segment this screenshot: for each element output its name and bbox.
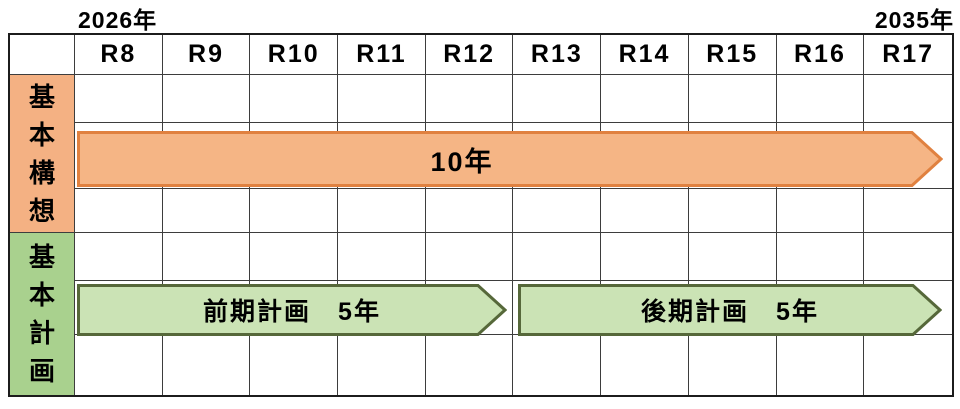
grid-cell	[513, 75, 602, 123]
corner-cell	[10, 35, 75, 75]
grid-cell	[776, 233, 865, 281]
section-label-char: 本	[28, 280, 55, 310]
grid-cell	[75, 335, 163, 395]
section-label-basic-plan: 基本計画	[10, 233, 75, 395]
pentagon-arrow-shape	[77, 284, 507, 336]
pentagon-arrow-shape	[77, 284, 507, 336]
grid-cell	[776, 189, 865, 233]
late-plan-arrow: 後期計画 5年	[518, 284, 942, 336]
grid-cell	[75, 189, 163, 233]
grid-cell	[601, 335, 689, 395]
grid-cell	[338, 335, 426, 395]
pentagon-arrow-shape	[518, 284, 942, 336]
grid-cell	[513, 335, 602, 395]
start-year-label: 2026年	[78, 7, 158, 33]
section-label-char: 想	[28, 195, 55, 226]
grid-cell	[162, 233, 251, 281]
section-label-char: 基	[28, 81, 55, 112]
arrow-label: 後期計画 5年	[641, 298, 819, 326]
grid-cell	[250, 233, 339, 281]
grid-cell	[688, 189, 777, 233]
grid-cell	[250, 189, 339, 233]
pentagon-arrow-shape	[77, 131, 943, 187]
section-label-char: 基	[28, 242, 55, 272]
column-header: R16	[776, 35, 865, 75]
grid-cell	[864, 75, 952, 123]
column-header: R13	[513, 35, 602, 75]
column-header: R12	[425, 35, 514, 75]
grid-cell	[864, 189, 952, 233]
grid-cell	[338, 75, 426, 123]
section-label-char: 画	[28, 356, 55, 386]
grid-cell	[864, 233, 952, 281]
pentagon-arrow-shape	[518, 284, 942, 336]
grid-cell	[601, 233, 689, 281]
grid-cell	[338, 233, 426, 281]
arrow-label: 10年	[430, 146, 494, 177]
end-year-label: 2035年	[874, 7, 954, 33]
early-plan-arrow: 前期計画 5年	[77, 284, 507, 336]
grid-cell	[513, 233, 602, 281]
grid-cell	[688, 75, 777, 123]
grid-cell	[688, 233, 777, 281]
section-label-char: 計	[28, 318, 55, 348]
section-label-basic-concept: 基本構想	[10, 75, 75, 233]
grid-cell	[776, 335, 865, 395]
grid-cell	[864, 335, 952, 395]
grid-cell	[250, 335, 339, 395]
column-header: R17	[864, 35, 952, 75]
grid-cell	[688, 335, 777, 395]
pentagon-arrow-shape	[77, 131, 943, 187]
grid-cell	[338, 189, 426, 233]
grid-cell	[162, 335, 251, 395]
grid-cell	[776, 75, 865, 123]
grid-cell	[513, 189, 602, 233]
column-header: R15	[688, 35, 777, 75]
section-label-char: 構	[28, 157, 55, 188]
arrow-label: 前期計画 5年	[203, 298, 381, 326]
grid-cell	[425, 189, 514, 233]
grid-cell	[425, 75, 514, 123]
basic-concept-arrow: 10年	[77, 131, 943, 187]
grid-cell	[162, 75, 251, 123]
section-label-char: 本	[28, 119, 55, 150]
grid-cell	[425, 233, 514, 281]
column-header: R8	[75, 35, 163, 75]
column-header: R14	[601, 35, 689, 75]
column-header: R11	[338, 35, 426, 75]
grid-cell	[601, 75, 689, 123]
grid-cell	[425, 335, 514, 395]
grid-cell	[75, 233, 163, 281]
grid-cell	[250, 75, 339, 123]
grid-cell	[162, 189, 251, 233]
grid-cell	[75, 75, 163, 123]
column-header: R10	[250, 35, 339, 75]
grid-cell	[601, 189, 689, 233]
column-header: R9	[162, 35, 251, 75]
